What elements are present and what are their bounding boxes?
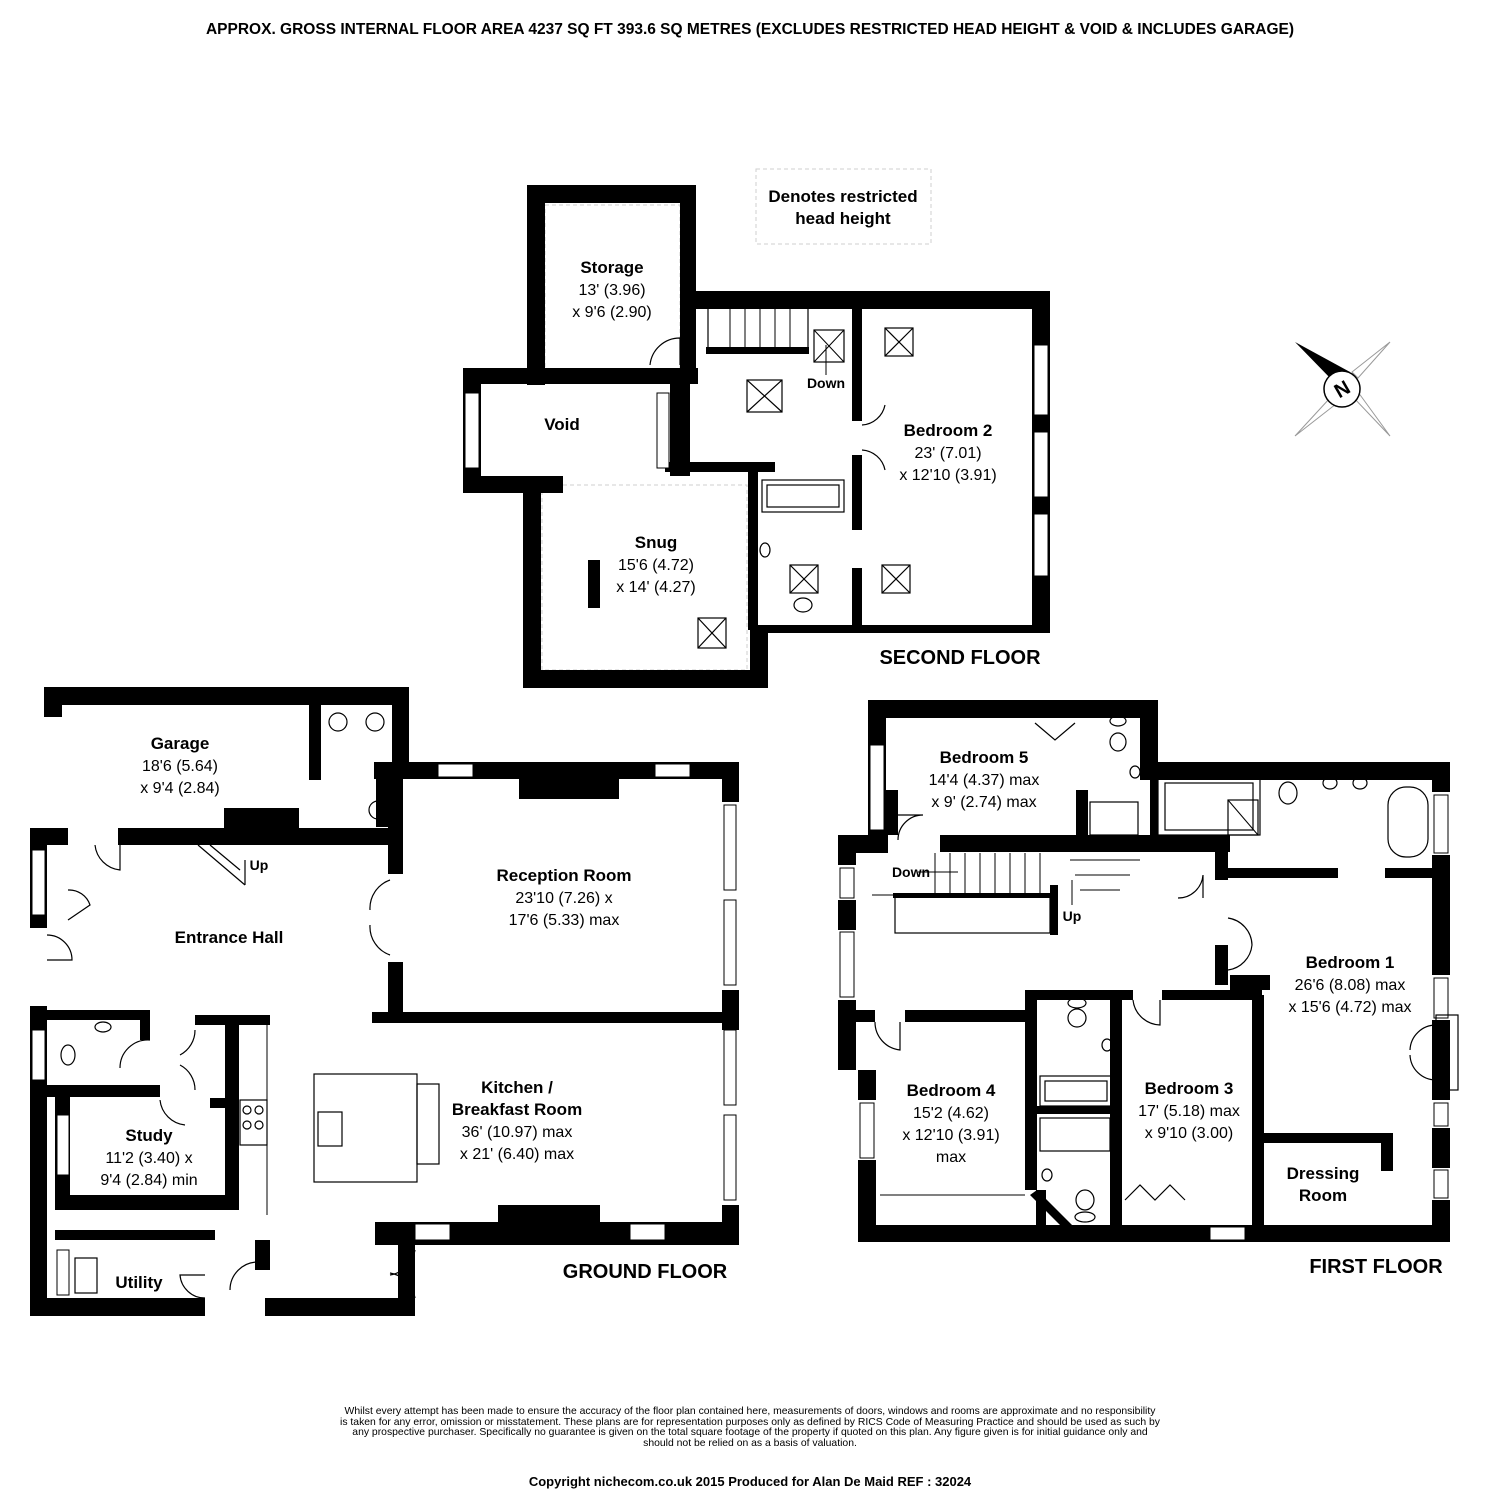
first-floor-plan: Down Up [838,700,1459,1278]
garage-dim-1: 18'6 (5.64) [142,758,218,775]
north-compass-icon: N [1294,341,1391,437]
snug-dim-1: 15'6 (4.72) [618,557,694,574]
bedroom-4-dim-1: 15'2 (4.62) [913,1105,989,1122]
storage-dim-2: x 9'6 (2.90) [572,304,652,321]
second-floor-plan: Down Storage 13' (3.96) x 9'6 (2.90) Voi… [463,185,1050,688]
snug-name: Snug [635,533,678,552]
bedroom-5-dim-1: 14'4 (4.37) max [929,772,1040,789]
snug-dim-2: x 14' (4.27) [616,579,696,596]
garage-name: Garage [151,734,210,753]
bedroom-4-dim-2: x 12'10 (3.91) [902,1127,999,1144]
garage-dim-2: x 9'4 (2.84) [140,780,220,797]
first-floor-stairs-down-label: Down [892,864,930,880]
dressing-room-name-1: Dressing [1287,1164,1360,1183]
first-floor-label: FIRST FLOOR [1309,1256,1443,1278]
restricted-head-height-legend: Denotes restricted head height [755,168,932,245]
second-floor-label: SECOND FLOOR [879,647,1041,669]
bedroom-1-name: Bedroom 1 [1306,953,1395,972]
utility-name: Utility [115,1273,163,1292]
legend-line-2: head height [795,209,891,228]
study-name: Study [125,1126,173,1145]
ground-floor-plan: Up Garage 18'6 (5.64) x 9'4 (2.84) Recep… [30,687,739,1316]
bedroom-2-dim-2: x 12'10 (3.91) [899,467,996,484]
void-name: Void [544,415,580,434]
bedroom-2-name: Bedroom 2 [904,421,993,440]
first-floor-stairs-up-label: Up [1063,908,1082,924]
bedroom-4-dim-3: max [936,1149,966,1166]
reception-room-dim-1: 23'10 (7.26) x [515,890,612,907]
dressing-room-name-2: Room [1299,1186,1347,1205]
kitchen-name-1: Kitchen / [481,1078,553,1097]
bedroom-2-dim-1: 23' (7.01) [914,445,981,462]
floor-area-heading: APPROX. GROSS INTERNAL FLOOR AREA 4237 S… [206,21,1294,38]
kitchen-dim-2: x 21' (6.40) max [460,1146,574,1163]
kitchen-dim-1: 36' (10.97) max [462,1124,573,1141]
entrance-hall-name: Entrance Hall [175,928,284,947]
storage-name: Storage [580,258,643,277]
study-dim-1: 11'2 (3.40) x [105,1150,192,1167]
bedroom-5-name: Bedroom 5 [940,748,1029,767]
reception-room-name: Reception Room [496,866,631,885]
second-floor-stairs-down-label: Down [807,375,845,391]
bedroom-1-dim-1: 26'6 (8.08) max [1295,977,1406,994]
bedroom-3-dim-2: x 9'10 (3.00) [1145,1125,1233,1142]
copyright-line: Copyright nichecom.co.uk 2015 Produced f… [528,1474,972,1489]
legend-line-1: Denotes restricted [768,187,917,206]
storage-dim-1: 13' (3.96) [578,282,645,299]
bedroom-3-name: Bedroom 3 [1145,1079,1234,1098]
disclaimer-text: Whilst every attempt has been made to en… [340,1406,1160,1449]
reception-room-dim-2: 17'6 (5.33) max [509,912,620,929]
kitchen-name-2: Breakfast Room [452,1100,582,1119]
ground-floor-stairs-up-label: Up [250,857,269,873]
ground-floor-label: GROUND FLOOR [563,1261,728,1283]
bedroom-5-dim-2: x 9' (2.74) max [931,794,1036,811]
study-dim-2: 9'4 (2.84) min [100,1172,197,1189]
bedroom-1-dim-2: x 15'6 (4.72) max [1288,999,1411,1016]
bedroom-4-name: Bedroom 4 [907,1081,996,1100]
bedroom-3-dim-1: 17' (5.18) max [1138,1103,1240,1120]
legend-hatch-swatch [755,168,932,245]
